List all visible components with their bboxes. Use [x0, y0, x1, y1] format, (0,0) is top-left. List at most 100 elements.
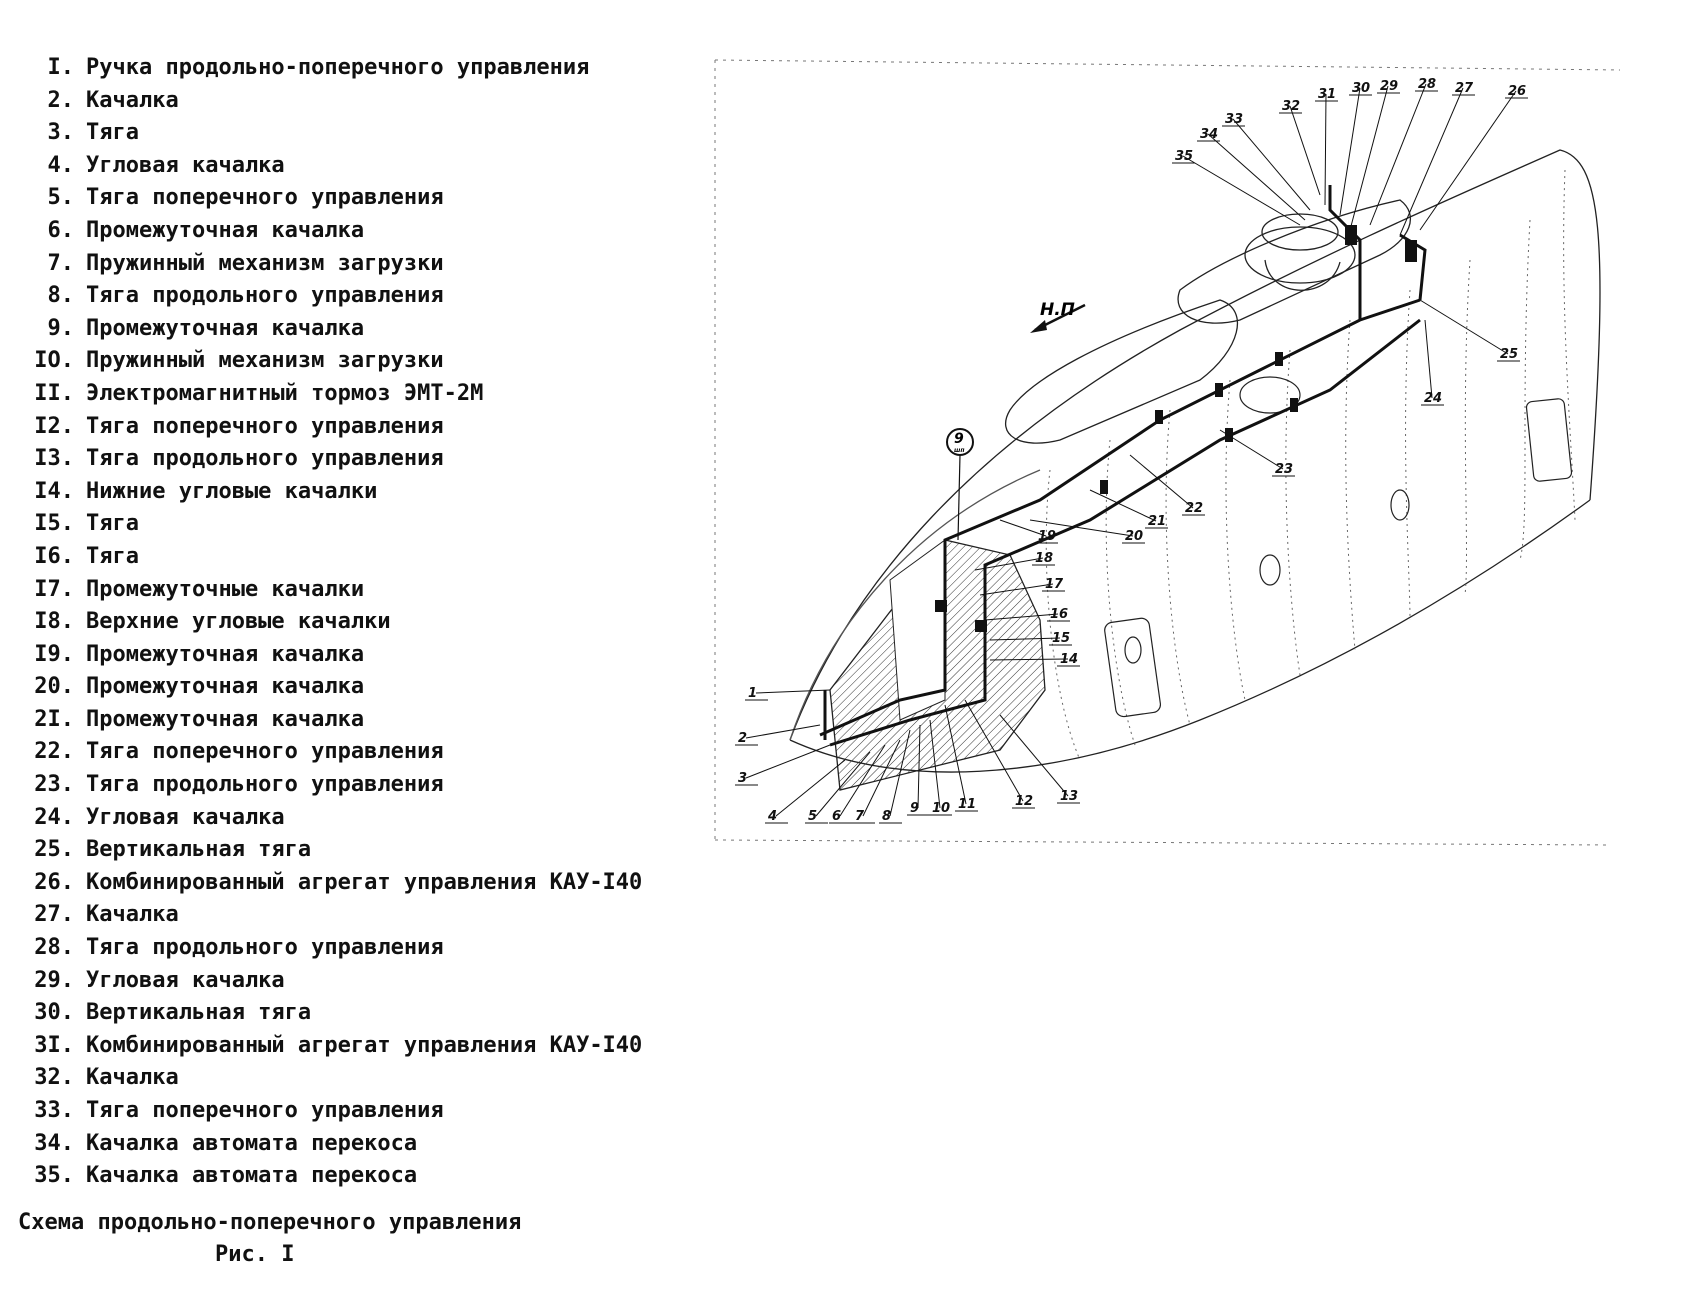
callout-number: 18: [1035, 551, 1053, 566]
legend-number: 2I.: [34, 706, 74, 732]
legend-text: Тяга: [86, 120, 139, 146]
callout-leader: [1029, 519, 1134, 537]
legend-item: I3.Тяга продольного управления: [14, 443, 674, 476]
callout-leader: [964, 699, 1024, 802]
callout-leader: [999, 714, 1069, 797]
legend-item: 20.Промежуточная качалка: [14, 671, 674, 704]
legend-item: 29. Угловая качалка: [14, 965, 674, 998]
legend-item: 30.Вертикальная тяга: [14, 997, 674, 1030]
legend-number: 22.: [34, 739, 74, 765]
figure-label: Рис. I: [215, 1242, 295, 1267]
callout-number: 26: [1508, 84, 1526, 99]
callout-leader: [929, 719, 941, 809]
legend-item: I4.Нижние угловые качалки: [14, 476, 674, 509]
callout-leader: [1089, 489, 1157, 522]
legend-number: I8.: [34, 609, 74, 635]
frame-marker: 9 шп: [946, 428, 974, 541]
legend-number: I5.: [34, 511, 74, 537]
callout-leader: [1207, 133, 1306, 221]
callout-leader: [1289, 105, 1321, 196]
callout-number: 30: [1352, 81, 1370, 96]
callout-number: 29: [1380, 79, 1398, 94]
legend-text: Тяга поперечного управления: [86, 739, 444, 765]
legend-text: Промежуточная качалка: [86, 641, 365, 667]
callout-leader: [989, 637, 1061, 641]
legend-item: 34. Качалка автомата перекоса: [14, 1128, 674, 1161]
callout-number: 10: [932, 801, 950, 816]
flight-direction-label: Н.П: [1040, 300, 1075, 320]
legend-item: 22. Тяга поперечного управления: [14, 736, 674, 769]
callout-leader: [862, 739, 901, 817]
legend-item: I9.Промежуточная качалка: [14, 639, 674, 672]
legend-number: 7.: [47, 250, 75, 276]
callout-leader: [745, 724, 821, 739]
legend-text: Угловая качалка: [86, 967, 285, 993]
callout-leader: [839, 744, 886, 817]
callout-number: 7: [855, 809, 865, 824]
callout-number: 33: [1225, 112, 1243, 127]
callout-number: 19: [1038, 529, 1056, 544]
callout-number: 9: [910, 801, 919, 816]
callout-number: 32: [1282, 99, 1300, 114]
legend-item: II.Электромагнитный тормоз ЭМТ-2М: [14, 378, 674, 411]
legend-text: Комбинированный агрегат управления КАУ-I…: [86, 1032, 643, 1058]
callout-number: 35: [1175, 149, 1193, 164]
legend-text: Пружинный механизм загрузки: [86, 348, 444, 374]
callout-leader: [1369, 83, 1427, 226]
legend-item: 25.Вертикальная тяга: [14, 834, 674, 867]
callout-number: 12: [1015, 794, 1033, 809]
legend-number: I2.: [34, 413, 74, 439]
legend-text: Промежуточная качалка: [86, 706, 365, 732]
legend-text: Тяга: [86, 511, 139, 537]
callout-leader: [745, 744, 831, 779]
legend-text: Тяга продольного управления: [86, 772, 444, 798]
callout-leader: [917, 724, 921, 809]
callout-leader: [755, 689, 831, 694]
legend-item: 9.Промежуточная качалка: [14, 313, 674, 346]
legend-number: I7.: [34, 576, 74, 602]
legend-item: I2.Тяга поперечного управления: [14, 411, 674, 444]
legend-item: I8. Верхние угловые качалки: [14, 606, 674, 639]
callout-leader: [1232, 118, 1311, 211]
legend-text: Нижние угловые качалки: [86, 478, 378, 504]
legend-number: 29.: [34, 967, 74, 993]
legend-item: 6.Промежуточная качалка: [14, 215, 674, 248]
legend-text: Качалка автомата перекоса: [86, 1130, 418, 1156]
legend-number: 26.: [34, 869, 74, 895]
legend-number: 35.: [34, 1163, 74, 1189]
legend-item: 26.Комбинированный агрегат управления КА…: [14, 867, 674, 900]
legend-number: 2.: [47, 87, 75, 113]
legend-item: 24.Угловая качалка: [14, 802, 674, 835]
callout-number: 15: [1052, 631, 1070, 646]
callout-leader: [1339, 87, 1361, 216]
legend-text: Тяга продольного управления: [86, 283, 444, 309]
legend-number: 27.: [34, 902, 74, 928]
legend-text: Тяга поперечного управления: [86, 1098, 444, 1123]
callout-number: 34: [1200, 127, 1218, 142]
legend-text: Электромагнитный тормоз ЭМТ-2М: [86, 380, 484, 406]
callout-number: 5: [808, 809, 817, 824]
legend-number: 25.: [34, 837, 74, 863]
callout-number: 31: [1318, 87, 1336, 102]
legend-number: 34.: [34, 1130, 74, 1156]
callout-leader: [889, 729, 911, 817]
legend-item: 23.Тяга продольного управления: [14, 769, 674, 802]
callout-number: 27: [1455, 81, 1474, 96]
legend-text: Промежуточная качалка: [86, 217, 365, 243]
legend-item: 35.Качалка автомата перекоса: [14, 1160, 674, 1193]
legend-item: 28.Тяга продольного управления: [14, 932, 674, 965]
legend-text: Угловая качалка: [86, 152, 285, 178]
legend-item: I5. Тяга: [14, 508, 674, 541]
callout-number: 2: [738, 731, 747, 746]
legend-item: I.Ручка продольно-поперечного управления: [14, 52, 674, 85]
linkage-brackets: [935, 225, 1417, 632]
flight-direction-indicator: Н.П: [1030, 300, 1086, 333]
legend-text: Промежуточные качалки: [86, 576, 365, 602]
legend-text: Пружинный механизм загрузки: [86, 250, 444, 276]
legend-item: 3.Тяга: [14, 117, 674, 150]
legend-text: Качалка: [86, 902, 179, 928]
frame-marker-number: 9: [954, 431, 964, 447]
legend-item: 33.Тяга поперечного управления: [14, 1095, 674, 1128]
legend-text: Верхние угловые качалки: [86, 609, 391, 635]
legend-number: 4.: [47, 152, 75, 178]
